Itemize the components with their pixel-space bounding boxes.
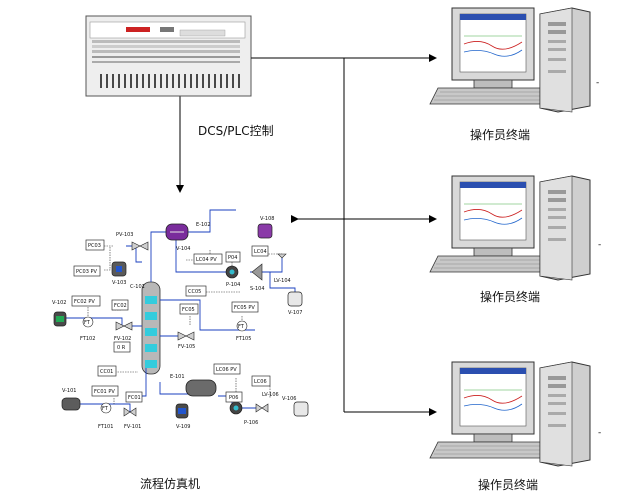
pfd-box-text: CC01 bbox=[100, 369, 113, 375]
pfd-box-text: P06 bbox=[229, 395, 238, 401]
pfd-tag: FV-102 bbox=[114, 336, 131, 342]
vessel-v106 bbox=[293, 401, 309, 417]
pfd-box-text: P04 bbox=[228, 255, 237, 261]
pfd-instrument-boxes bbox=[71, 239, 271, 403]
vessel-e101 bbox=[185, 379, 217, 397]
pfd-tag: E-102 bbox=[196, 222, 211, 228]
pfd-box-text: LC06 PV bbox=[216, 367, 237, 373]
pfd-tag: PV-103 bbox=[116, 232, 134, 238]
terminal-1-icon bbox=[429, 7, 591, 113]
dcs-plc-label: DCS/PLC控制 bbox=[198, 124, 274, 138]
dash-mark: - bbox=[598, 240, 602, 250]
pfd-tag: C-101 bbox=[130, 284, 145, 290]
pfd-box-text: LC04 PV bbox=[196, 257, 217, 263]
pfd-box-text: PC03 PV bbox=[76, 269, 97, 275]
separator-s104 bbox=[251, 263, 263, 281]
pfd-box-text: 0 R bbox=[117, 345, 126, 351]
svg-text:FT: FT bbox=[84, 320, 91, 326]
pfd-tag: P-104 bbox=[226, 282, 240, 288]
terminal-3-icon bbox=[429, 361, 591, 467]
pfd-tag: V-102 bbox=[52, 300, 66, 306]
pfd-tag: V-103 bbox=[112, 280, 126, 286]
pfd-tag: FV-101 bbox=[124, 424, 141, 430]
pfd-tag: FT105 bbox=[236, 336, 251, 342]
pfd-tag: V-106 bbox=[282, 396, 296, 402]
pfd-tag: V-101 bbox=[62, 388, 76, 394]
pfd-box-text: LC06 bbox=[254, 379, 267, 385]
pfd-box-text: CC05 bbox=[188, 289, 201, 295]
pfd-tag: V-109 bbox=[176, 424, 190, 430]
pfd-tag: FT102 bbox=[80, 336, 95, 342]
pfd-tag: E-101 bbox=[170, 374, 185, 380]
pfd-box-text: FC01 PV bbox=[94, 389, 115, 395]
svg-text:FT: FT bbox=[238, 324, 245, 330]
vessel-v107 bbox=[287, 291, 303, 307]
pfd-tag: FT101 bbox=[98, 424, 113, 430]
pfd-tag: LV-106 bbox=[262, 392, 279, 398]
pfd-box-text: LC04 bbox=[254, 249, 267, 255]
pfd-box-text: FC05 bbox=[182, 307, 195, 313]
pfd-box-text: FC01 bbox=[128, 395, 141, 401]
pfd-box-text: FC05 PV bbox=[234, 305, 255, 311]
terminal-2-icon bbox=[429, 175, 591, 281]
terminal-3-label: 操作员终端 bbox=[478, 478, 539, 492]
terminal-1-label: 操作员终端 bbox=[470, 128, 531, 142]
pfd-tag: P-106 bbox=[244, 420, 258, 426]
pfd-box-text: PC03 bbox=[88, 243, 101, 249]
simulator-label: 流程仿真机 bbox=[140, 477, 201, 491]
pfd-box-text: FC02 bbox=[114, 303, 127, 309]
pfd-tag: V-108 bbox=[260, 216, 274, 222]
pfd-tag: FV-105 bbox=[178, 344, 195, 350]
dash-mark: - bbox=[596, 78, 600, 88]
pfd-tag: V-104 bbox=[176, 246, 190, 252]
pfd-tag: V-107 bbox=[288, 310, 302, 316]
svg-text:FT: FT bbox=[102, 406, 109, 412]
pfd-tag: S-104 bbox=[250, 286, 265, 292]
vessel-v101 bbox=[61, 397, 81, 411]
pfd-tag: LV-104 bbox=[274, 278, 291, 284]
dash-mark: - bbox=[598, 428, 602, 438]
pfd-box-text: FC02 PV bbox=[74, 299, 95, 305]
terminal-2-label: 操作员终端 bbox=[480, 290, 541, 304]
vessel-v108 bbox=[257, 223, 273, 239]
